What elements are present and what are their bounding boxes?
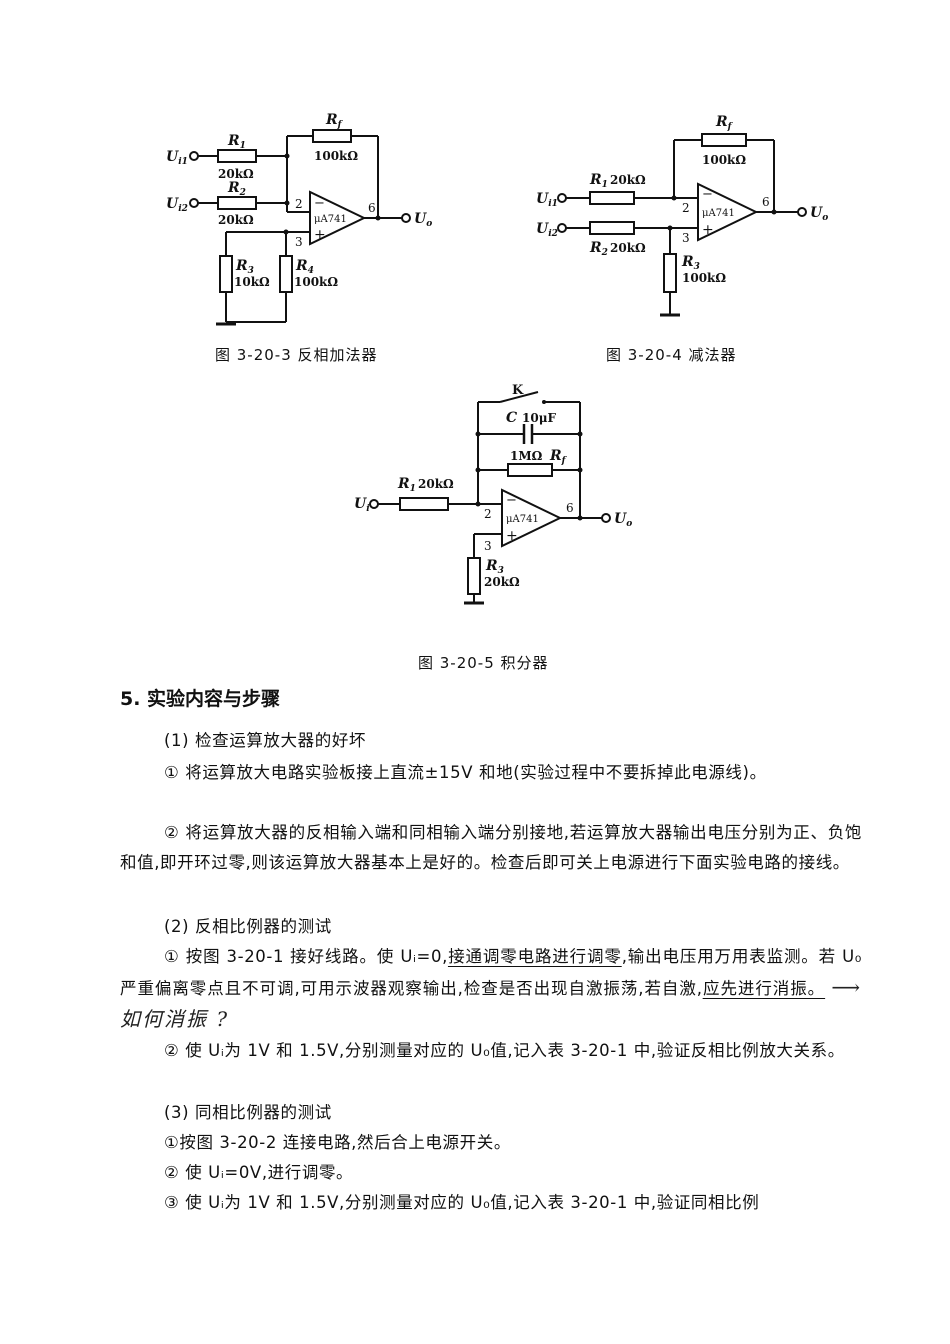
label-pin3: 3 — [682, 231, 690, 245]
label-pin3: 3 — [484, 539, 492, 553]
section-title: 5. 实验内容与步骤 — [120, 688, 281, 710]
label-r2-value: 20kΩ — [610, 241, 646, 255]
label-r1: R1 — [227, 133, 246, 151]
step-3-paragraph-1: ①按图 3-20-2 连接电路,然后合上电源开关。 — [164, 1133, 511, 1152]
step-1-paragraph-2: ② 将运算放大器的反相输入端和同相输入端分别接地,若运算放大器输出电压分别为正、… — [120, 823, 862, 872]
label-r3-value: 10kΩ — [234, 275, 270, 289]
label-r1: R1 — [397, 476, 416, 494]
label-r2-value: 20kΩ — [218, 213, 254, 227]
label-plus: + — [506, 528, 518, 544]
label-uo: Uo — [810, 205, 828, 223]
label-r3-value: 100kΩ — [682, 271, 726, 285]
label-r4: R4 — [295, 258, 314, 276]
caption-fig-3-20-5: 图 3-20-5 积分器 — [418, 654, 549, 672]
label-pin2: 2 — [295, 197, 303, 211]
handwritten-note: ⟶ 如何消振 ? — [120, 975, 862, 1031]
label-uo: Uo — [414, 211, 432, 229]
step-3-paragraph-2: ② 使 Uᵢ=0V,进行调零。 — [164, 1163, 354, 1182]
label-ui1: Ui1 — [536, 191, 558, 209]
label-r1-value: 20kΩ — [610, 173, 646, 187]
label-r4-value: 100kΩ — [294, 275, 338, 289]
label-plus: + — [702, 222, 714, 238]
inverting-adder-schematic: Ui1 Ui2 R1 20kΩ R2 20kΩ Rf 100kΩ R3 10kΩ… — [166, 112, 432, 326]
step-3-paragraph-3: ③ 使 Uᵢ为 1V 和 1.5V,分别测量对应的 U₀值,记入表 3-20-1… — [164, 1193, 760, 1212]
label-r3-value: 20kΩ — [484, 575, 520, 589]
label-pin3: 3 — [295, 235, 303, 249]
step-3-heading: (3) 同相比例器的测试 — [164, 1103, 332, 1122]
label-pin6: 6 — [566, 501, 574, 515]
figure-integrator: K C 10μF 1MΩ Rf Ui R1 20kΩ R3 20kΩ 2 3 6… — [340, 378, 660, 608]
label-pin2: 2 — [682, 201, 690, 215]
label-minus: − — [506, 493, 517, 508]
label-ui1: Ui1 — [166, 149, 188, 167]
label-switch-k: K — [512, 383, 524, 398]
step-2-text-a: ① 按图 3-20-1 接好线路。使 Uᵢ=0, — [164, 947, 448, 966]
label-pin6: 6 — [368, 201, 376, 215]
label-plus: + — [314, 227, 326, 243]
label-opamp: μA741 — [702, 208, 735, 219]
caption-fig-3-20-4: 图 3-20-4 减法器 — [606, 346, 737, 364]
subtractor-schematic: Ui1 Ui2 R1 20kΩ R2 20kΩ Rf 100kΩ R3 100k… — [536, 114, 828, 317]
label-rf: Rf — [325, 112, 344, 130]
label-r1-value: 20kΩ — [218, 167, 254, 181]
label-rf-value: 1MΩ — [510, 449, 543, 463]
label-pin2: 2 — [484, 507, 492, 521]
label-ui2: Ui2 — [536, 221, 558, 239]
step-1-heading: (1) 检查运算放大器的好坏 — [164, 731, 367, 750]
label-r1: R1 — [589, 172, 608, 190]
label-pin6: 6 — [762, 195, 770, 209]
underlined-oscillation-text: 应先进行消振。 — [702, 979, 826, 998]
step-1-paragraph-1: ① 将运算放大电路实验板接上直流±15V 和地(实验过程中不要拆掉此电源线)。 — [164, 763, 767, 782]
label-minus: − — [702, 187, 713, 202]
label-r2: R2 — [589, 240, 608, 258]
step-2-paragraph-1: ① 按图 3-20-1 接好线路。使 Uᵢ=0,接通调零电路进行调零,输出电压用… — [120, 942, 862, 1036]
integrator-schematic: K C 10μF 1MΩ Rf Ui R1 20kΩ R3 20kΩ 2 3 6… — [354, 383, 632, 605]
label-r2: R2 — [227, 180, 246, 198]
step-2-text-b: ,输出电压用万用表监测。若 U₀严重偏离零点且不可调,可用示波器观察输出,检查是… — [120, 947, 863, 998]
underlined-zeroing-text: 接通调零电路进行调零 — [447, 947, 622, 966]
label-r1-value: 20kΩ — [418, 477, 454, 491]
label-ui: Ui — [354, 496, 370, 514]
label-uo: Uo — [614, 511, 632, 529]
label-rf: Rf — [549, 448, 568, 466]
label-c: C — [506, 410, 517, 426]
label-opamp: μA741 — [314, 214, 347, 225]
label-r3: R3 — [235, 258, 254, 276]
label-rf-value: 100kΩ — [702, 153, 746, 167]
figure-subtractor: Ui1 Ui2 R1 20kΩ R2 20kΩ Rf 100kΩ R3 100k… — [530, 100, 850, 330]
label-r3: R3 — [485, 558, 504, 576]
label-opamp: μA741 — [506, 514, 539, 525]
label-rf-value: 100kΩ — [314, 149, 358, 163]
label-r3: R3 — [681, 254, 700, 272]
label-ui2: Ui2 — [166, 196, 188, 214]
label-c-value: 10μF — [522, 411, 556, 425]
label-minus: − — [314, 196, 325, 211]
caption-fig-3-20-3: 图 3-20-3 反相加法器 — [215, 346, 378, 364]
figure-inverting-adder: Ui1 Ui2 R1 20kΩ R2 20kΩ Rf 100kΩ R3 10kΩ… — [150, 100, 450, 340]
step-2-heading: (2) 反相比例器的测试 — [164, 917, 332, 936]
label-rf: Rf — [715, 114, 734, 132]
step-2-paragraph-2: ② 使 Uᵢ为 1V 和 1.5V,分别测量对应的 U₀值,记入表 3-20-1… — [164, 1041, 845, 1060]
